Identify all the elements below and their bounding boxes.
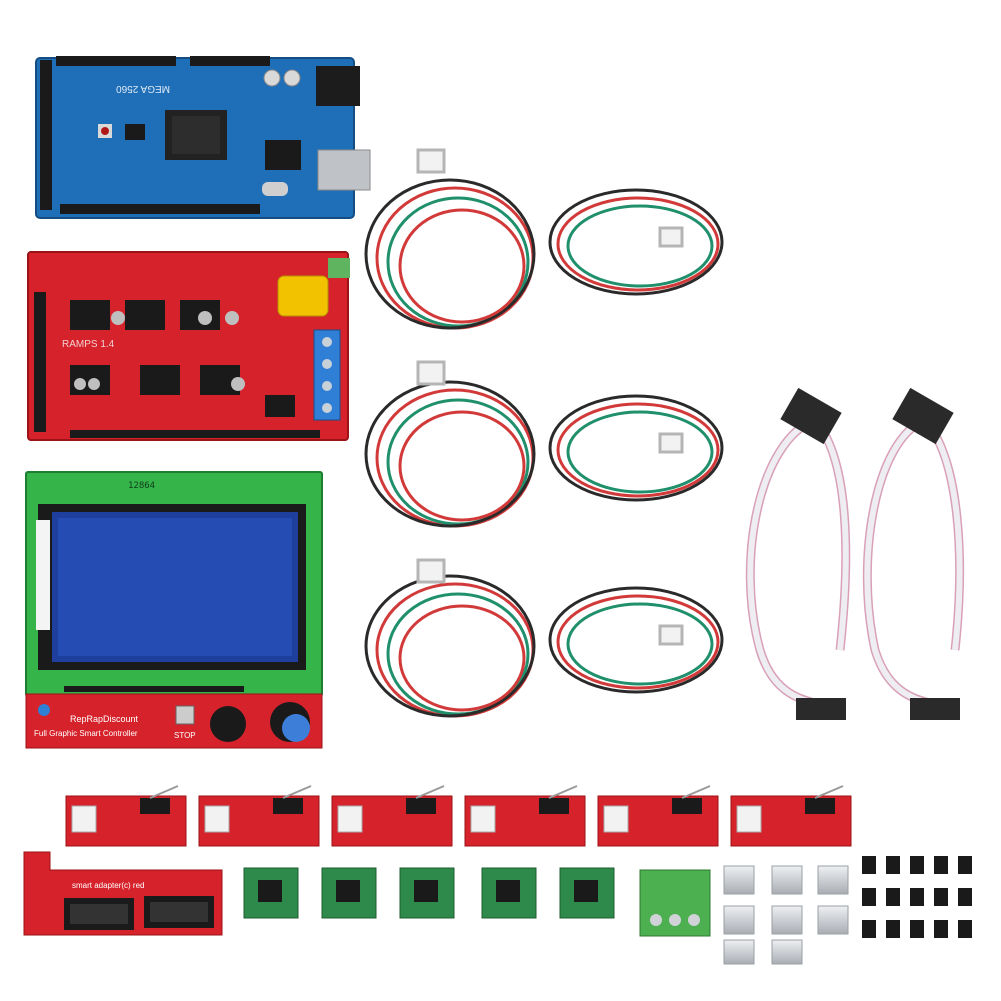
stepper-drivers: [243, 867, 615, 919]
endstop-1: [65, 785, 187, 847]
ribbon-cable-1: [745, 387, 851, 720]
endstop-5: [597, 785, 719, 847]
heatsink-8: [817, 905, 849, 935]
ramps-label: RAMPS 1.4: [62, 339, 115, 350]
motor-cable-large-3: [364, 558, 536, 718]
endstop-3: [331, 785, 453, 847]
endstop-4: [464, 785, 586, 847]
lcd-top-label: 12864: [128, 481, 155, 491]
motor-cable-large-2: [364, 360, 536, 528]
driver-3: [399, 867, 455, 919]
endstops: [65, 785, 852, 847]
jumpers: [862, 856, 972, 938]
driver-1: [243, 867, 299, 919]
lcd-controller: 12864 RepRapDiscount Full Graphic Smart …: [25, 471, 323, 749]
endstop-2: [198, 785, 320, 847]
heatsink-7: [771, 939, 803, 965]
driver-4: [481, 867, 537, 919]
heatsinks: [723, 865, 849, 965]
motor-cable-small-3: [548, 586, 724, 694]
motor-cables: [364, 148, 724, 718]
ribbon-cables: [745, 387, 965, 720]
lcd-subtitle: Full Graphic Smart Controller: [34, 729, 138, 738]
mega-label: MEGA 2560: [116, 83, 170, 94]
heatsink-3: [817, 865, 849, 895]
motor-cable-small-2: [548, 394, 724, 502]
smart-adapter: smart adapter(c) red: [23, 851, 223, 936]
motor-cable-small-1: [548, 188, 724, 296]
lcd-name: RepRapDiscount: [70, 714, 139, 724]
endstop-6: [730, 785, 852, 847]
arduino-mega-board: MEGA 2560: [35, 56, 371, 219]
terminal-block: [639, 869, 711, 937]
adapter-label: smart adapter(c) red: [72, 881, 144, 890]
driver-5: [559, 867, 615, 919]
driver-2: [321, 867, 377, 919]
heatsink-4: [723, 905, 755, 935]
heatsink-5: [771, 905, 803, 935]
heatsink-2: [771, 865, 803, 895]
ribbon-cable-2: [862, 387, 965, 720]
heatsink-6: [723, 939, 755, 965]
heatsink-1: [723, 865, 755, 895]
stop-label: STOP: [174, 731, 196, 740]
ramps-board: RAMPS 1.4: [27, 251, 350, 441]
motor-cable-large-1: [364, 148, 536, 330]
